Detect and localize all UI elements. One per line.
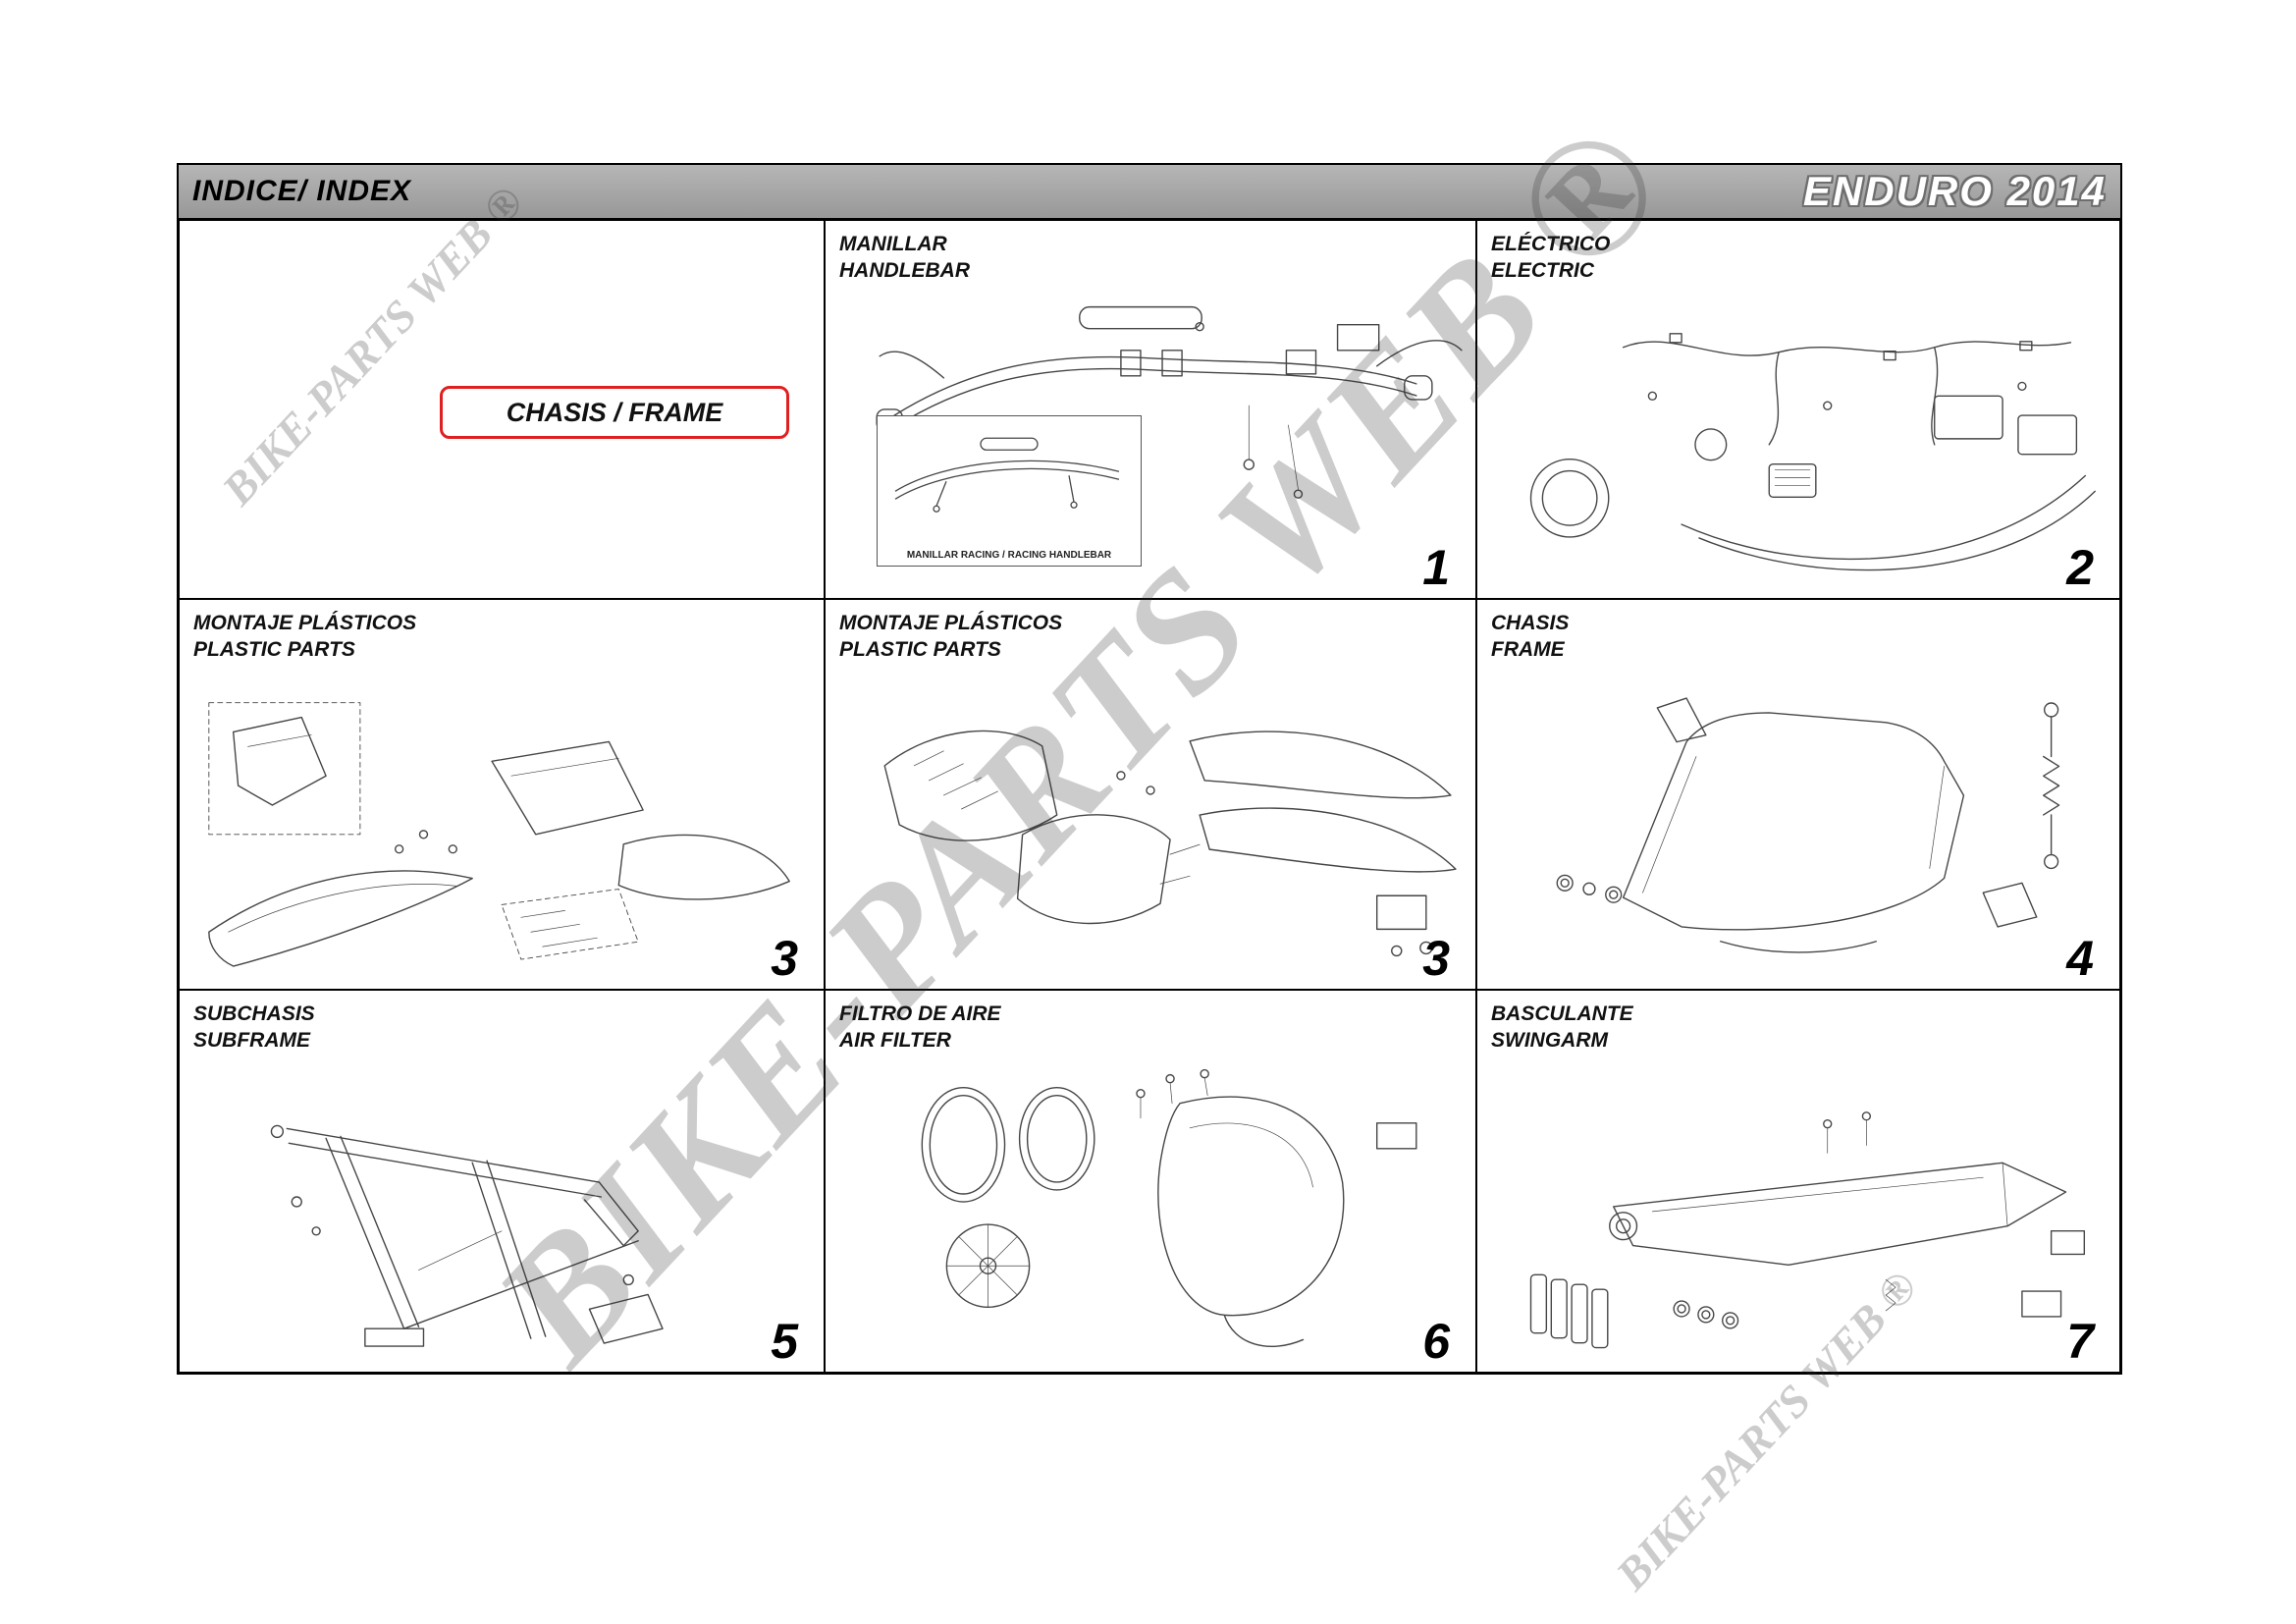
- cell-title-es: FILTRO DE AIRE: [839, 1002, 1001, 1025]
- cell-title-en: SWINGARM: [1491, 1029, 1608, 1053]
- index-cell-subframe[interactable]: SUBCHASIS SUBFRAME 5: [179, 990, 825, 1373]
- index-cell-frame[interactable]: CHASIS FRAME 4: [1476, 599, 2120, 990]
- inset-caption: MANILLAR RACING / RACING HANDLEBAR: [906, 550, 1112, 561]
- cell-title-es: BASCULANTE: [1491, 1002, 1633, 1025]
- index-cell-plastic-parts-1[interactable]: MONTAJE PLÁSTICOS PLASTIC PARTS 3: [179, 599, 825, 990]
- index-cell-plastic-parts-2[interactable]: MONTAJE PLÁSTICOS PLASTIC PARTS 3: [825, 599, 1476, 990]
- cell-title-en: PLASTIC PARTS: [193, 638, 355, 662]
- cell-title-en: SUBFRAME: [193, 1029, 310, 1053]
- cell-title-es: SUBCHASIS: [193, 1002, 315, 1025]
- cell-title-es: MONTAJE PLÁSTICOS: [839, 612, 1063, 634]
- index-cell-electric[interactable]: ELÉCTRICO ELECTRIC 2: [1476, 220, 2120, 599]
- plastic-parts-diagram-a: [208, 702, 790, 967]
- cell-title-en: ELECTRIC: [1491, 259, 1594, 283]
- index-cell-frame-cover[interactable]: CHASIS / FRAME: [179, 220, 825, 599]
- index-grid: CHASIS / FRAME MANILLAR HANDLEBAR: [177, 220, 2122, 1375]
- racing-handlebar-inset: MANILLAR RACING / RACING HANDLEBAR: [877, 415, 1142, 567]
- cell-page-number: 1: [1422, 540, 1450, 595]
- header-bar: INDICE/ INDEX ENDURO 2014: [177, 163, 2122, 220]
- cell-title-en: AIR FILTER: [839, 1029, 951, 1053]
- cell-title-es: MONTAJE PLÁSTICOS: [193, 612, 417, 634]
- cell-page-number: 7: [2066, 1314, 2094, 1369]
- chasis-frame-badge: CHASIS / FRAME: [440, 386, 789, 439]
- parts-catalog-index: INDICE/ INDEX ENDURO 2014 CHASIS / FRAME…: [177, 163, 2122, 1375]
- cell-title-es: ELÉCTRICO: [1491, 233, 1611, 255]
- index-cell-swingarm[interactable]: BASCULANTE SWINGARM 7: [1476, 990, 2120, 1373]
- cell-page-number: 3: [771, 931, 798, 986]
- catalog-title: ENDURO 2014: [1802, 168, 2107, 214]
- electric-diagram: [1529, 333, 2096, 571]
- index-cell-handlebar[interactable]: MANILLAR HANDLEBAR: [825, 220, 1476, 599]
- swingarm-diagram: [1529, 1111, 2086, 1349]
- subframe-diagram: [270, 1124, 664, 1347]
- cell-page-number: 3: [1422, 931, 1450, 986]
- cell-title-es: MANILLAR: [839, 233, 947, 255]
- cell-title-en: HANDLEBAR: [839, 259, 970, 283]
- cell-title-en: PLASTIC PARTS: [839, 638, 1001, 662]
- index-title: INDICE/ INDEX: [192, 175, 412, 207]
- cell-page-number: 2: [2066, 540, 2094, 595]
- frame-diagram: [1556, 697, 2060, 953]
- cell-page-number: 4: [2066, 931, 2094, 986]
- cell-page-number: 6: [1422, 1314, 1450, 1369]
- cell-title-es: CHASIS: [1491, 612, 1570, 634]
- index-cell-air-filter[interactable]: FILTRO DE AIRE AIR FILTER 6: [825, 990, 1476, 1373]
- air-filter-diagram: [921, 1068, 1417, 1347]
- plastic-parts-diagram-b: [883, 730, 1457, 957]
- cell-title-en: FRAME: [1491, 638, 1565, 662]
- cell-page-number: 5: [771, 1314, 798, 1369]
